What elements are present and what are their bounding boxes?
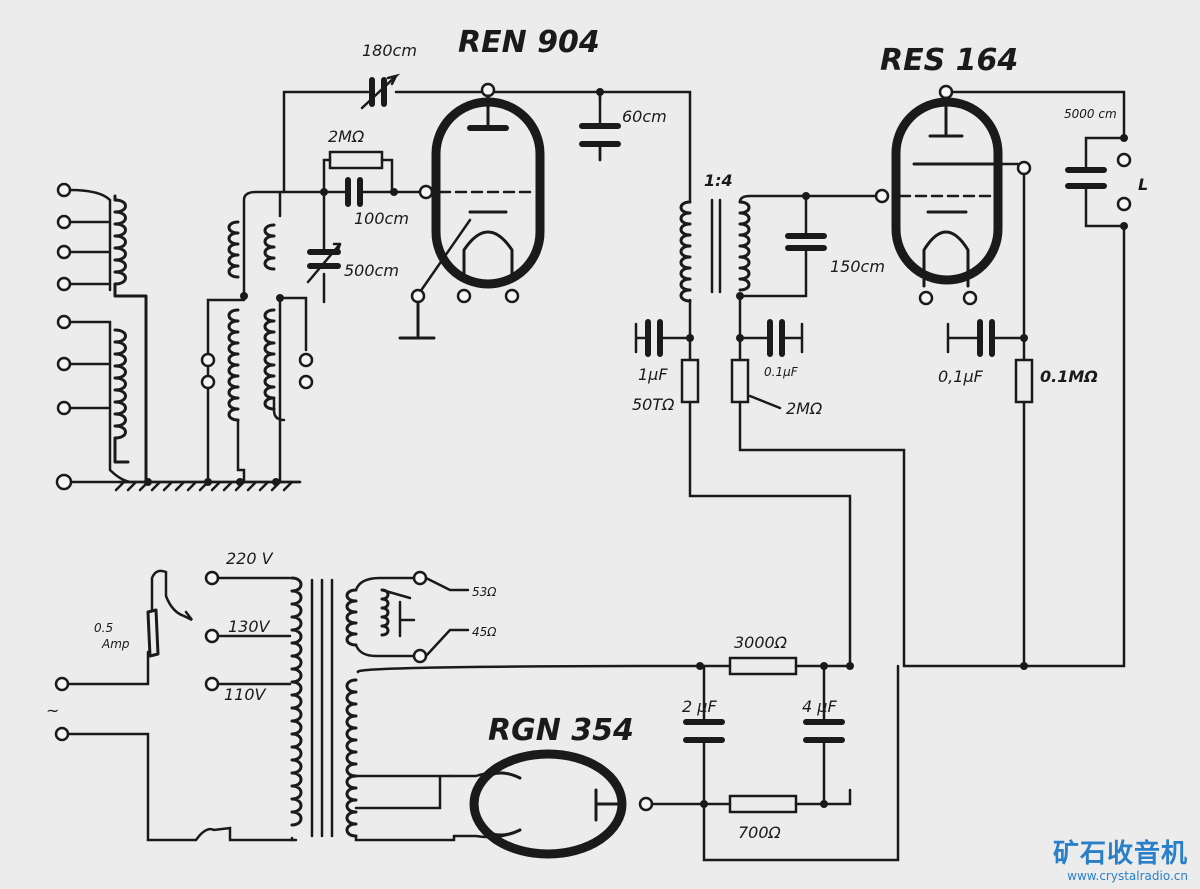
label-fuse-b: Amp — [101, 637, 130, 651]
label-130v: 130V — [228, 617, 271, 636]
output-stage: 5000 cm L 0.1MΩ 0,1µF — [846, 84, 1148, 670]
label-220v: 220 V — [226, 549, 274, 568]
interstage-transformer: 1:4 150cm 1µF 50TΩ 0.1µF 2MΩ — [598, 90, 906, 668]
label-60cm: 60cm — [622, 107, 667, 126]
power-supply: ~ 0.5 Amp 220 V 130V 110V 53Ω 45Ω — [46, 549, 900, 862]
label-110v: 110V — [224, 685, 267, 704]
label-ac: ~ — [46, 701, 59, 720]
label-700ohm: 700Ω — [738, 823, 782, 842]
label-01uf-a: 0.1µF — [764, 365, 799, 379]
label-3000ohm: 3000Ω — [734, 633, 788, 652]
label-1uf: 1µF — [638, 365, 668, 384]
tube-title-ren904: REN 904 — [458, 25, 600, 60]
label-100cm: 100cm — [354, 209, 409, 228]
watermark-url: www.crystalradio.cn — [1067, 869, 1188, 883]
input-coil-section — [55, 182, 322, 492]
tube-title-res164: RES 164 — [880, 43, 1018, 78]
label-01uf-b: 0,1µF — [938, 367, 984, 386]
label-fuse-a: 0.5 — [94, 621, 113, 635]
label-2mohm-gridleak: 2MΩ — [328, 127, 365, 146]
label-53ohm: 53Ω — [472, 585, 497, 599]
label-2uf: 2 µF — [682, 697, 717, 716]
watermark-title: 矿石收音机 — [1052, 839, 1188, 869]
label-ratio: 1:4 — [704, 171, 733, 190]
label-4uf: 4 µF — [802, 697, 837, 716]
tube-rgn354-envelope — [469, 749, 627, 859]
label-5000: 5000 cm — [1064, 107, 1117, 121]
label-50k: 50TΩ — [632, 395, 675, 414]
watermark: 矿石收音机 www.crystalradio.cn — [1053, 839, 1188, 883]
label-45ohm: 45Ω — [472, 625, 497, 639]
detector-stage: 180cm 2MΩ 100cm 500cm 60c — [282, 41, 667, 340]
label-500cm: 500cm — [344, 261, 399, 280]
label-150cm: 150cm — [830, 257, 885, 276]
tube-title-rgn354: RGN 354 — [488, 713, 634, 748]
label-2mohm: 2MΩ — [786, 399, 823, 418]
label-180cm: 180cm — [362, 41, 417, 60]
label-speaker: L — [1138, 175, 1148, 194]
label-01mohm: 0.1MΩ — [1040, 367, 1098, 386]
